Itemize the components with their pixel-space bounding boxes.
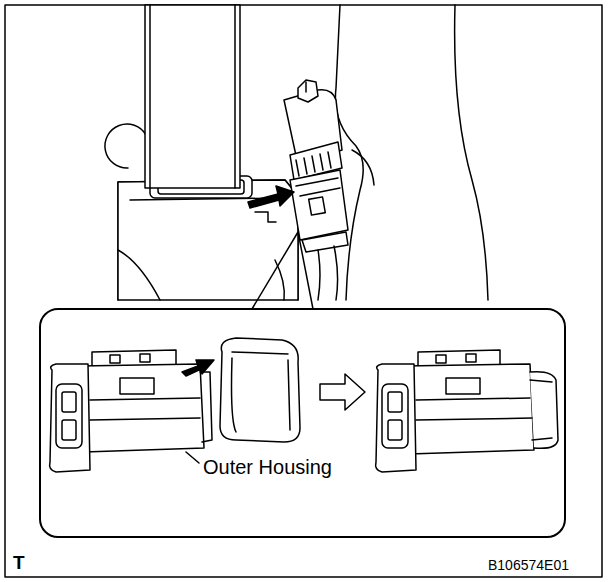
callout-leader — [252, 232, 313, 309]
seat-bump — [105, 124, 146, 168]
connector-before — [50, 350, 212, 472]
seat-base — [118, 176, 298, 300]
insert-arrow — [182, 360, 214, 376]
push-arrow — [248, 186, 294, 208]
result-arrow — [320, 374, 365, 410]
figure-frame — [5, 5, 602, 577]
part-name: Outer Housing — [202, 456, 333, 478]
label-leader — [186, 452, 199, 463]
body-pillar — [335, 5, 488, 300]
outer-housing-part — [220, 338, 300, 442]
figure-code: B106574E01 — [487, 558, 570, 573]
sensor — [284, 80, 342, 180]
figure-mark: T — [12, 553, 26, 574]
seat-post — [145, 5, 240, 188]
connector-after — [376, 350, 558, 472]
inset-frame — [40, 309, 565, 537]
